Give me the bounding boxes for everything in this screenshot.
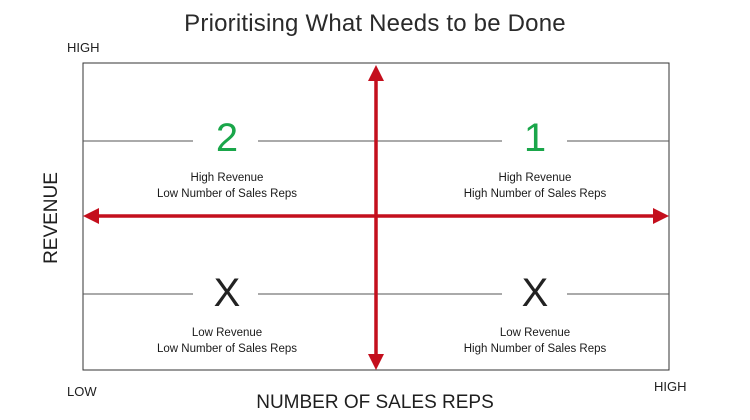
quadrant-top-left: 2 High Revenue Low Number of Sales Reps [127, 118, 327, 202]
quadrant-line-1: Low Revenue [191, 327, 263, 339]
quadrant-line-2: Low Number of Sales Reps [157, 343, 297, 355]
diagram-title: Prioritising What Needs to be Done [184, 10, 566, 37]
excluded-marker-x: X [213, 271, 241, 315]
quadrant-bottom-left: X Low Revenue Low Number of Sales Reps [127, 273, 327, 357]
quadrant-line-2: Low Number of Sales Reps [157, 188, 297, 200]
quadrant-description: High Revenue High Number of Sales Reps [435, 170, 635, 202]
quadrant-line-1: High Revenue [498, 172, 572, 184]
x-axis-title: NUMBER OF SALES REPS [256, 392, 494, 413]
quadrant-line-2: High Number of Sales Reps [463, 343, 607, 355]
quadrant-description: Low Revenue High Number of Sales Reps [435, 325, 635, 357]
arrowhead-up-icon [368, 65, 384, 81]
quadrant-description: Low Revenue Low Number of Sales Reps [127, 325, 327, 357]
arrowhead-left-icon [83, 208, 99, 224]
excluded-marker-x: X [521, 271, 549, 315]
quadrant-line-1: Low Revenue [499, 327, 571, 339]
arrowhead-down-icon [368, 354, 384, 370]
quadrant-bottom-right: X Low Revenue High Number of Sales Reps [435, 273, 635, 357]
y-axis-high-label: HIGH [67, 40, 100, 55]
x-axis-high-label: HIGH [654, 379, 687, 394]
x-axis-low-label: LOW [67, 384, 97, 399]
arrowhead-right-icon [653, 208, 669, 224]
priority-marker-1: 1 [523, 116, 547, 160]
quadrant-description: High Revenue Low Number of Sales Reps [127, 170, 327, 202]
quadrant-top-right: 1 High Revenue High Number of Sales Reps [435, 118, 635, 202]
priority-marker-2: 2 [215, 116, 239, 160]
quadrant-line-2: High Number of Sales Reps [463, 188, 607, 200]
quadrant-line-1: High Revenue [190, 172, 264, 184]
